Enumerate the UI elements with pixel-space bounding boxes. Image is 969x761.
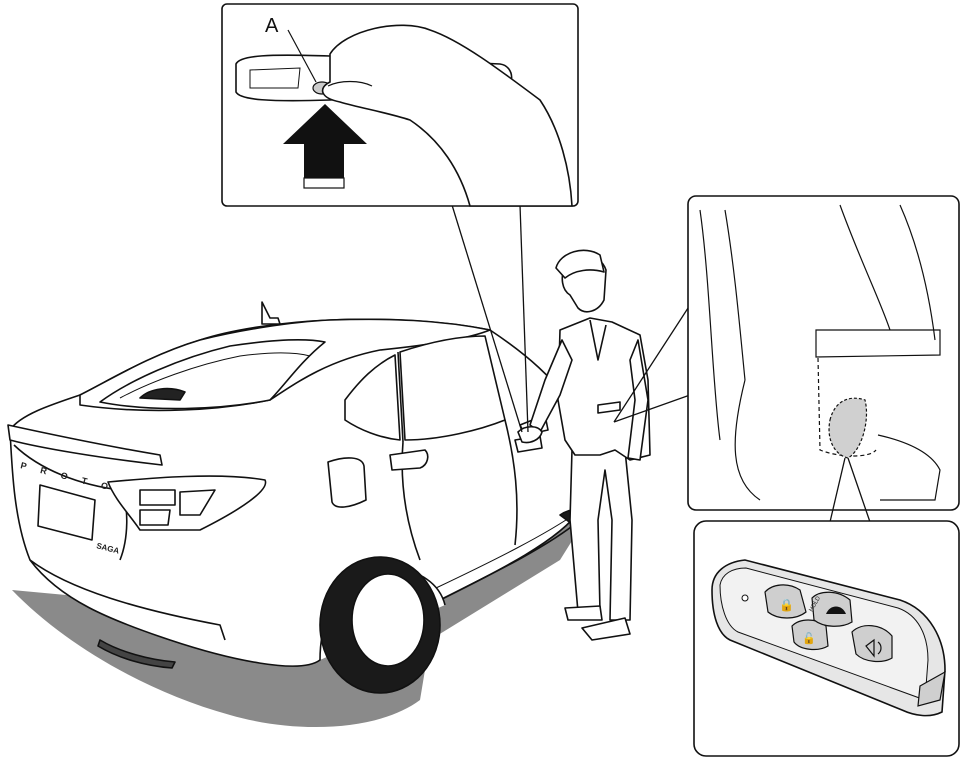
- fob-panic-button: [852, 626, 892, 662]
- fuel-door: [328, 458, 366, 507]
- rear-wheel-rim: [352, 574, 424, 666]
- unlock-icon: 🔓: [802, 632, 816, 645]
- right-shoe: [582, 618, 630, 640]
- fob-led: [742, 595, 748, 601]
- antenna: [262, 302, 280, 324]
- pocket-callout: [614, 196, 959, 510]
- person-legs: [570, 450, 632, 620]
- taillight-inner-2: [140, 510, 170, 525]
- taillight-inner-1: [140, 490, 175, 505]
- press-arrow-outline: [304, 178, 344, 188]
- pocket-callout-frame: [688, 196, 959, 510]
- left-shoe: [565, 606, 602, 620]
- lock-icon: 🔒: [779, 598, 794, 612]
- button-a-label: A: [265, 15, 279, 37]
- side-window-front: [400, 336, 505, 440]
